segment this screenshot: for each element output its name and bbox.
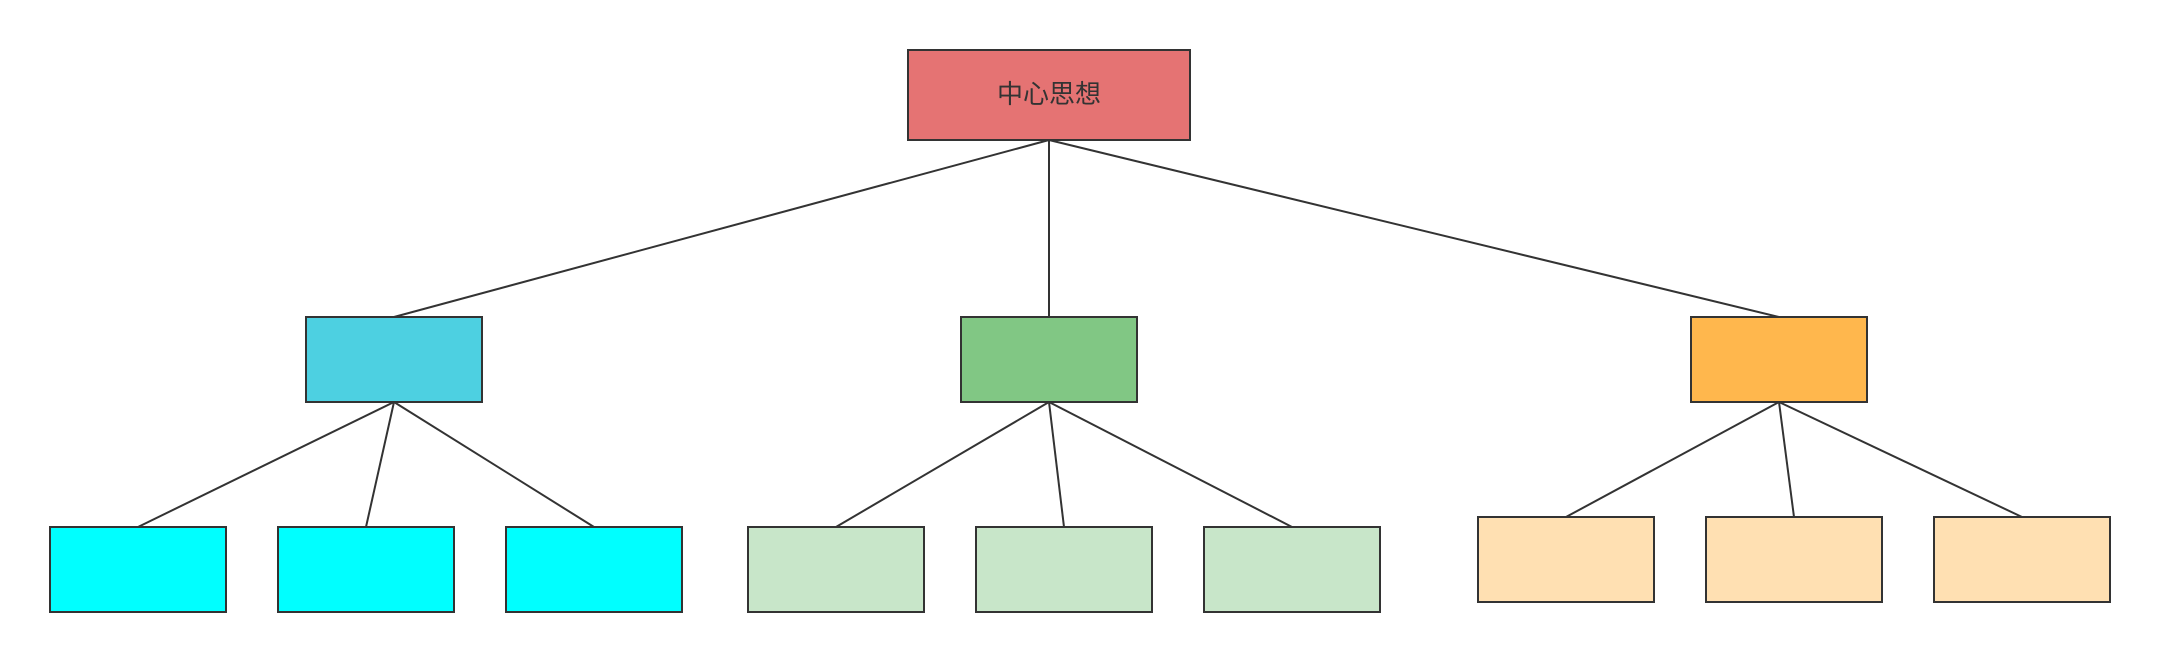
edge-branch-2-leaf-3	[1048, 401, 1293, 528]
branch-node-1[interactable]	[305, 316, 483, 403]
leaf-node-1-1[interactable]	[49, 526, 227, 613]
edge-branch-3-leaf-1	[1565, 401, 1780, 518]
root-node-shape	[907, 49, 1191, 141]
branch-node-3[interactable]	[1690, 316, 1868, 403]
edge-branch-3-leaf-3	[1778, 401, 2023, 518]
tree-nodes: 中心思想	[49, 49, 2111, 613]
leaf-node-2-2-shape	[975, 526, 1153, 613]
branch-node-3-shape	[1690, 316, 1868, 403]
leaf-node-1-1-shape	[49, 526, 227, 613]
leaf-node-1-3-shape	[505, 526, 683, 613]
edge-root-branch-3	[1048, 139, 1780, 318]
edge-root-branch-1	[393, 139, 1050, 318]
branch-node-2[interactable]	[960, 316, 1138, 403]
leaf-node-3-2-shape	[1705, 516, 1883, 603]
leaf-node-3-3[interactable]	[1933, 516, 2111, 603]
leaf-node-2-3-shape	[1203, 526, 1381, 613]
edge-branch-1-leaf-1	[137, 401, 395, 528]
leaf-node-1-2[interactable]	[277, 526, 455, 613]
leaf-node-2-1-shape	[747, 526, 925, 613]
leaf-node-3-3-shape	[1933, 516, 2111, 603]
leaf-node-2-1[interactable]	[747, 526, 925, 613]
leaf-node-1-2-shape	[277, 526, 455, 613]
connector-lines	[137, 139, 2023, 528]
edge-branch-1-leaf-3	[393, 401, 595, 528]
leaf-node-2-2[interactable]	[975, 526, 1153, 613]
leaf-node-1-3[interactable]	[505, 526, 683, 613]
branch-node-1-shape	[305, 316, 483, 403]
leaf-node-3-1[interactable]	[1477, 516, 1655, 603]
edge-branch-3-leaf-2	[1778, 401, 1795, 518]
branch-node-2-shape	[960, 316, 1138, 403]
leaf-node-3-1-shape	[1477, 516, 1655, 603]
edge-branch-1-leaf-2	[365, 401, 395, 528]
root-node-label: 中心思想	[997, 80, 1101, 110]
edge-branch-2-leaf-2	[1048, 401, 1065, 528]
leaf-node-3-2[interactable]	[1705, 516, 1883, 603]
leaf-node-2-3[interactable]	[1203, 526, 1381, 613]
edge-branch-2-leaf-1	[835, 401, 1050, 528]
root-node[interactable]: 中心思想	[907, 49, 1191, 141]
